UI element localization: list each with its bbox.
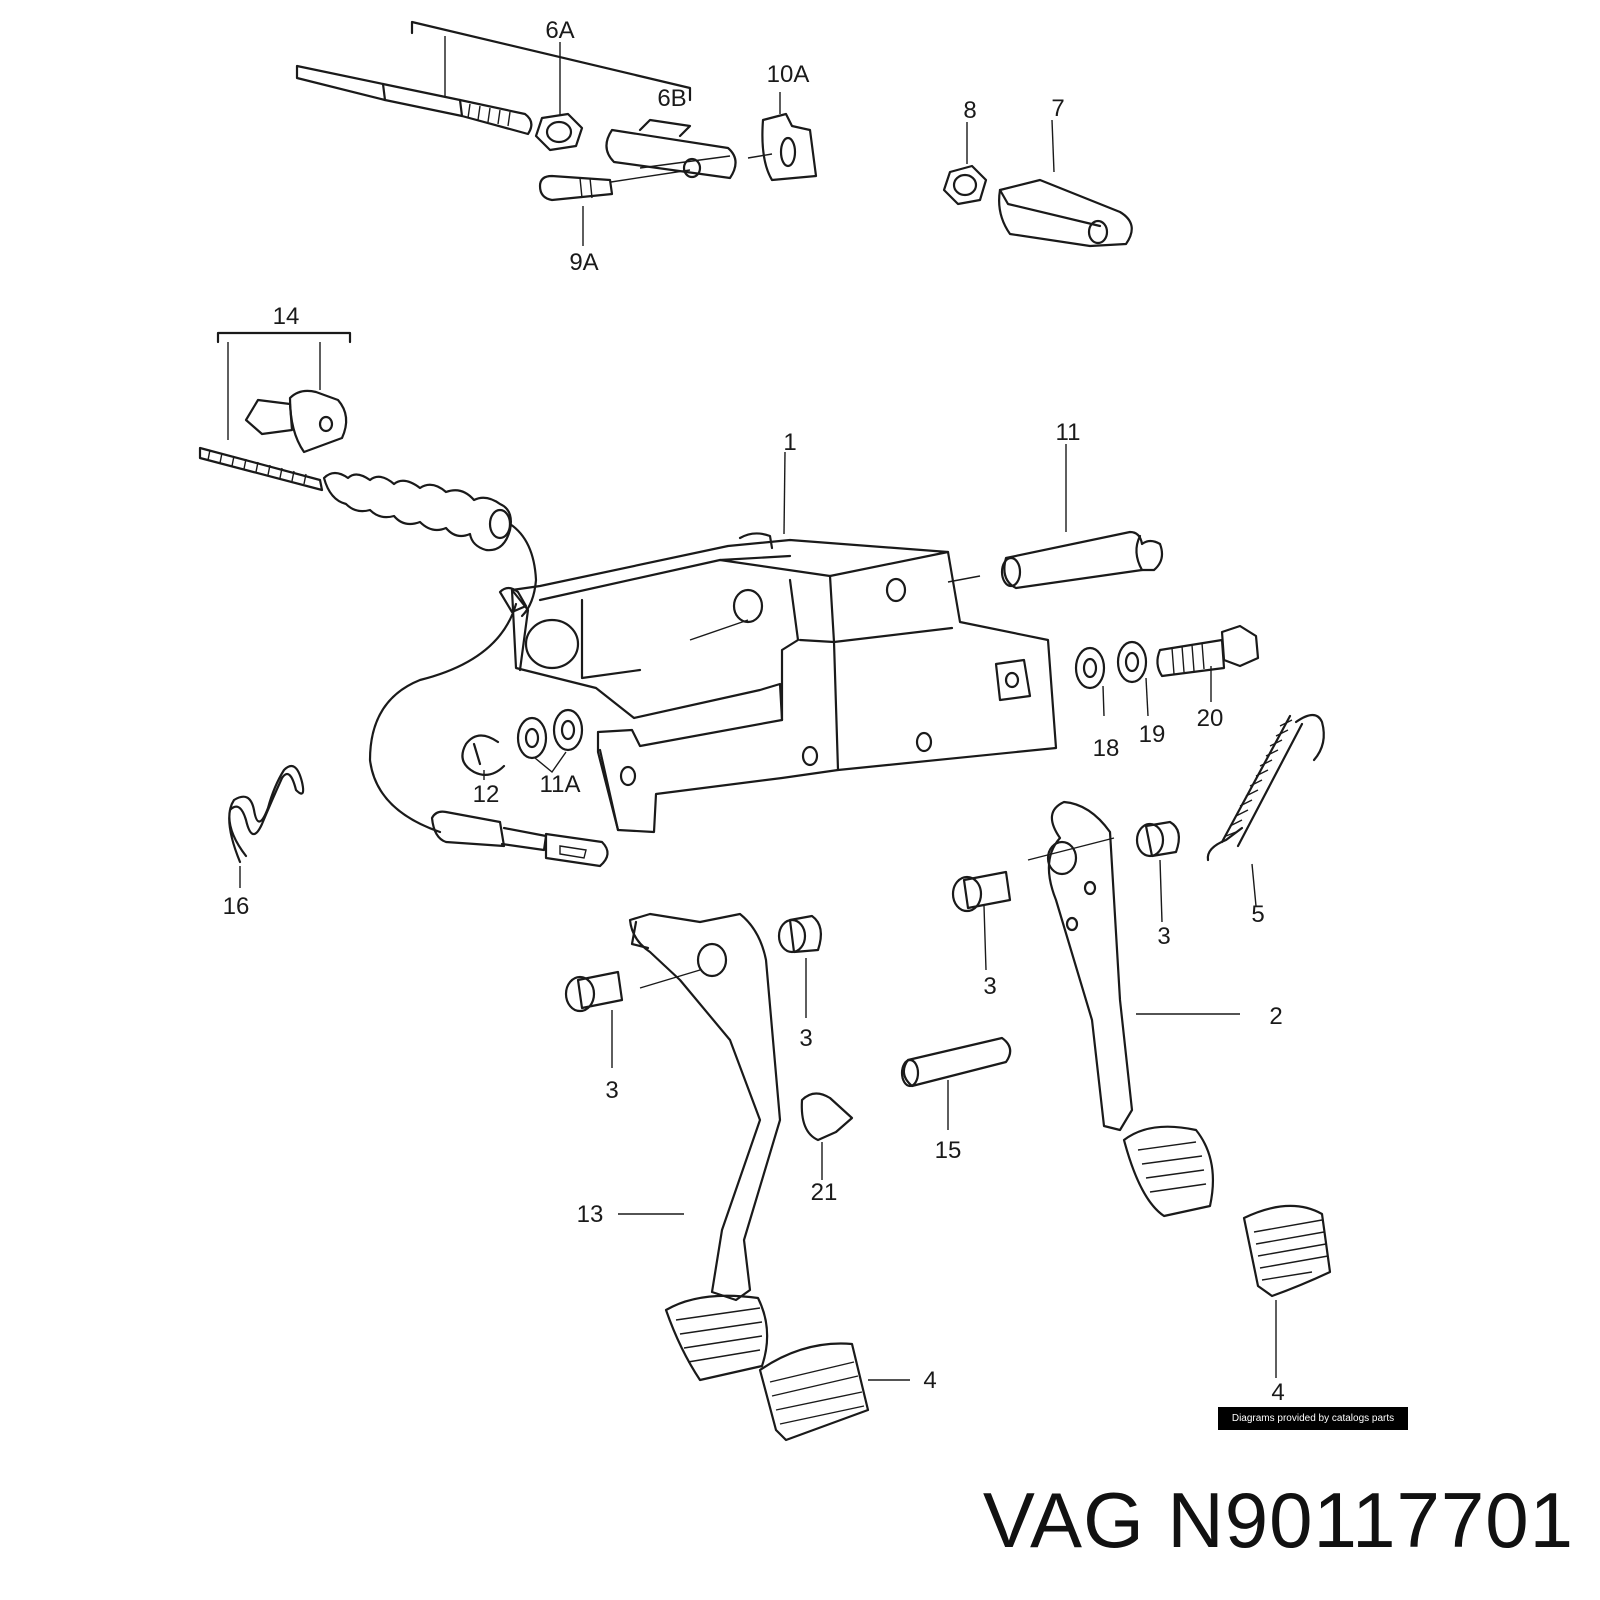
label-3-upper-right: 3 bbox=[1157, 923, 1170, 950]
diagram-credit-banner: Diagrams provided by catalogs parts bbox=[1218, 1407, 1408, 1430]
pedal-pad-left bbox=[758, 1342, 910, 1442]
spring-clip bbox=[228, 764, 305, 888]
label-8: 8 bbox=[963, 97, 976, 124]
part-number-caption: VAG N90117701 bbox=[982, 1476, 1574, 1564]
pedal-bracket bbox=[510, 451, 1058, 834]
label-1: 1 bbox=[783, 429, 796, 456]
label-10a: 10A bbox=[767, 61, 810, 88]
label-4-right: 4 bbox=[1271, 1379, 1284, 1406]
return-spring bbox=[1206, 713, 1325, 907]
washers-and-bolt bbox=[1074, 624, 1260, 717]
label-7: 7 bbox=[1051, 95, 1064, 122]
label-20: 20 bbox=[1197, 705, 1224, 732]
label-14: 14 bbox=[273, 303, 300, 330]
label-18: 18 bbox=[1093, 735, 1120, 762]
label-15: 15 bbox=[935, 1137, 962, 1164]
pedal-stop bbox=[800, 1092, 854, 1180]
label-9a: 9A bbox=[569, 249, 598, 276]
label-6b: 6B bbox=[657, 85, 686, 112]
pivot-pin bbox=[1000, 444, 1164, 590]
label-11a: 11A bbox=[540, 771, 581, 798]
label-4-left: 4 bbox=[923, 1367, 936, 1394]
clutch-pedal bbox=[564, 912, 823, 1382]
label-3-left: 3 bbox=[605, 1077, 618, 1104]
pedal-pin bbox=[900, 1036, 1012, 1130]
label-6a: 6A bbox=[545, 17, 574, 44]
label-21: 21 bbox=[811, 1179, 838, 1206]
label-11: 11 bbox=[1056, 419, 1081, 446]
label-16: 16 bbox=[223, 893, 250, 920]
pedal-pad-right bbox=[1242, 1204, 1332, 1378]
clip-and-washers bbox=[461, 708, 584, 780]
label-3-mid-right: 3 bbox=[983, 973, 996, 1000]
clutch-cable-assembly bbox=[198, 331, 609, 868]
label-5: 5 bbox=[1251, 901, 1264, 928]
label-19: 19 bbox=[1139, 721, 1166, 748]
brake-pedal bbox=[951, 800, 1240, 1218]
label-2: 2 bbox=[1269, 1003, 1282, 1030]
label-13: 13 bbox=[577, 1201, 604, 1228]
clevis-rod-assembly bbox=[295, 20, 818, 246]
label-12: 12 bbox=[473, 781, 500, 808]
nut-and-clevis bbox=[942, 119, 1133, 248]
label-3-mid-left: 3 bbox=[799, 1025, 812, 1052]
callout-labels: 6A 6B 10A 9A 8 7 14 1 11 18 19 20 12 11A… bbox=[223, 17, 1285, 1406]
